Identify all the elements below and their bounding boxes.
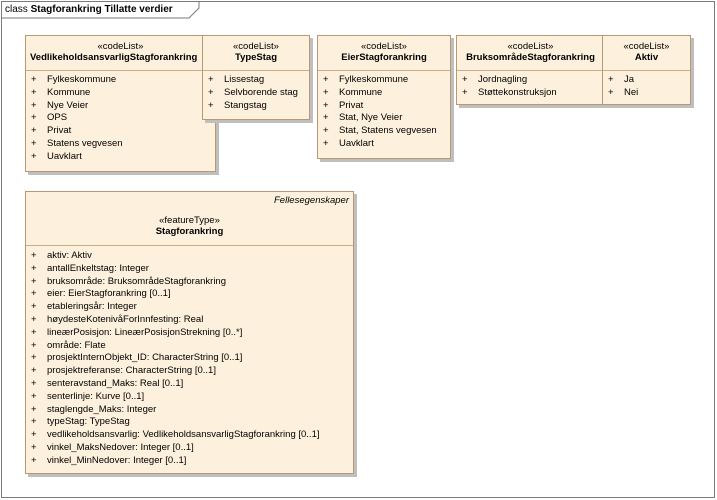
list-item[interactable]: +Uavklart: [323, 137, 374, 149]
attribute-row[interactable]: +staglengde_Maks: Integer: [31, 403, 157, 415]
codelist-vedlikeholdsansvarlig[interactable]: «codeList» VedlikeholdsansvarligStagfora…: [25, 35, 216, 172]
stereotype-label: «codeList»: [97, 41, 144, 52]
stereotype-label: «codeList»: [623, 41, 670, 52]
attribute-row[interactable]: +lineærPosisjon: LineærPosisjonStrekning…: [31, 326, 243, 338]
attribute-row[interactable]: +vinkel_MaksNedover: Integer [0..1]: [31, 441, 194, 453]
attribute-row[interactable]: +vinkel_MinNedover: Integer [0..1]: [31, 454, 187, 466]
codelist-items: +Ja +Nei: [603, 71, 690, 100]
list-item[interactable]: +Selvborende stag: [208, 86, 298, 98]
class-name: TypeStag: [234, 52, 278, 63]
list-item[interactable]: +Privat: [323, 99, 364, 111]
attribute-row[interactable]: +senteravstand_Maks: Real [0..1]: [31, 377, 184, 389]
list-item[interactable]: +Kommune: [31, 86, 91, 98]
stereotype-label: «codeList»: [507, 41, 554, 52]
codelist-header: «codeList» EierStagforankring: [318, 36, 450, 71]
featuretype-header: Fellesegenskaper «featureType» Stagforan…: [26, 192, 353, 246]
class-name: VedlikeholdsansvarligStagforankring: [30, 52, 198, 63]
stereotype-label: «codeList»: [233, 41, 279, 52]
list-item[interactable]: +Privat: [31, 125, 72, 137]
list-item[interactable]: +Stat, Nye Veier: [323, 112, 403, 124]
attribute-row[interactable]: +prosjektreferanse: CharacterString [0..…: [31, 365, 216, 377]
attribute-row[interactable]: +aktiv: Aktiv: [31, 250, 92, 261]
attribute-row[interactable]: +vedlikeholdsansvarlig: Vedlikeholdsansv…: [31, 429, 320, 441]
list-item[interactable]: +Uavklart: [31, 150, 82, 162]
codelist-header: «codeList» Aktiv: [603, 36, 690, 71]
attribute-row[interactable]: +senterlinje: Kurve [0..1]: [31, 390, 145, 402]
frame-title: class Stagforankring Tillatte verdier: [5, 4, 173, 15]
list-item[interactable]: +Ja: [608, 74, 635, 85]
list-item[interactable]: +Lissestag: [208, 74, 265, 85]
codelist-eier[interactable]: «codeList» EierStagforankring +Fylkeskom…: [317, 35, 451, 159]
list-item[interactable]: +Fylkeskommune: [323, 74, 409, 85]
list-item[interactable]: +Støttekonstruksjon: [462, 86, 557, 98]
list-item[interactable]: +Fylkeskommune: [31, 74, 117, 85]
codelist-typestag[interactable]: «codeList» TypeStag +Lissestag +Selvbore…: [202, 35, 310, 120]
attribute-row[interactable]: +prosjektInternObjekt_ID: CharacterStrin…: [31, 352, 243, 364]
attribute-row[interactable]: +høydesteKotenivåForInnfesting: Real: [31, 313, 204, 325]
class-name: Aktiv: [634, 52, 659, 63]
stereotype-label: «codeList»: [361, 41, 407, 52]
parent-class-label: Fellesegenskaper: [274, 195, 349, 206]
list-item[interactable]: +Nei: [608, 86, 639, 98]
list-item[interactable]: +Stat, Statens vegvesen: [323, 125, 437, 137]
attribute-row[interactable]: +område: Flate: [31, 339, 106, 351]
list-item[interactable]: +Stangstag: [208, 99, 267, 111]
codelist-header: «codeList» TypeStag: [203, 36, 309, 71]
list-item[interactable]: +Jordnagling: [462, 74, 528, 85]
codelist-items: +Fylkeskommune +Kommune +Privat +Stat, N…: [318, 71, 450, 151]
class-name: Stagforankring: [155, 226, 224, 237]
attribute-row[interactable]: +typeStag: TypeStag: [31, 416, 130, 428]
attribute-row[interactable]: +bruksområde: BruksområdeStagforankring: [31, 275, 227, 287]
frame-keyword: class: [5, 4, 28, 15]
codelist-items: +Jordnagling +Støttekonstruksjon: [457, 71, 604, 100]
frame-tab-outline: [1, 1, 200, 19]
attribute-row[interactable]: +etableringsår: Integer: [31, 301, 137, 313]
attribute-list: +aktiv: Aktiv +antallEnkeltstag: Integer…: [26, 246, 353, 468]
list-item[interactable]: +OPS: [31, 112, 68, 124]
codelist-bruksomrade[interactable]: «codeList» BruksområdeStagforankring +Jo…: [456, 35, 605, 105]
list-item[interactable]: +Statens vegvesen: [31, 137, 123, 149]
class-name: EierStagforankring: [341, 52, 427, 63]
codelist-header: «codeList» VedlikeholdsansvarligStagfora…: [26, 36, 215, 71]
list-item[interactable]: +Nye Veier: [31, 99, 89, 111]
codelist-items: +Fylkeskommune +Kommune +Nye Veier +OPS …: [26, 71, 215, 164]
stereotype-label: «featureType»: [159, 215, 220, 226]
codelist-header: «codeList» BruksområdeStagforankring: [457, 36, 604, 71]
attribute-row[interactable]: +antallEnkeltstag: Integer: [31, 262, 149, 274]
class-name: BruksområdeStagforankring: [466, 52, 595, 63]
attribute-row[interactable]: +eier: EierStagforankring [0..1]: [31, 288, 171, 300]
featuretype-stagforankring[interactable]: Fellesegenskaper «featureType» Stagforan…: [25, 191, 354, 474]
frame-name: Stagforankring Tillatte verdier: [30, 4, 173, 15]
list-item[interactable]: +Kommune: [323, 86, 383, 98]
codelist-items: +Lissestag +Selvborende stag +Stangstag: [203, 71, 309, 112]
codelist-aktiv[interactable]: «codeList» Aktiv +Ja +Nei: [602, 35, 691, 105]
